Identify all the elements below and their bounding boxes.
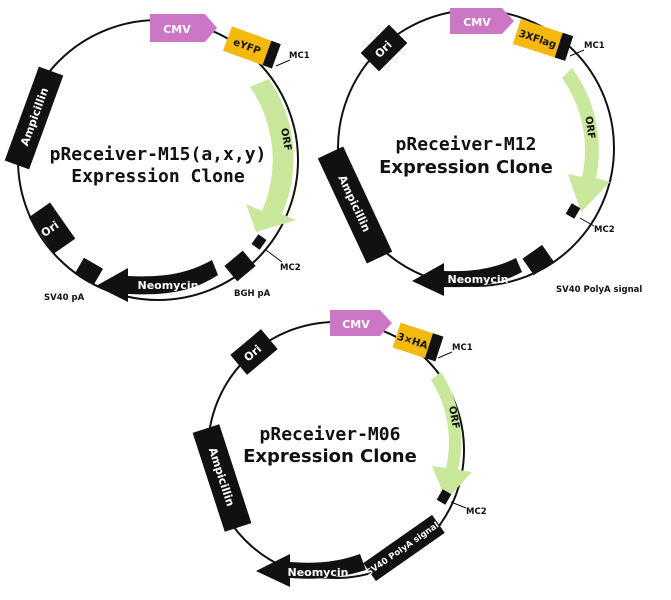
plasmid-m12: CMV 3XFlag MC1 ORF MC2 SV40 PolyA signal… — [317, 8, 642, 296]
mc1-label: MC1 — [452, 343, 473, 353]
title-line-2: Expression Clone — [379, 157, 553, 178]
sv40-polya-block — [522, 244, 554, 276]
mc2-leader — [265, 249, 283, 263]
sv40-polya-block — [74, 257, 104, 285]
mc1-label: MC1 — [289, 51, 310, 61]
mc1-leader — [569, 49, 585, 57]
mc2-label: MC2 — [594, 225, 615, 235]
ori-block — [230, 329, 278, 375]
mc2-label: MC2 — [466, 507, 487, 517]
ori-block — [28, 202, 76, 254]
neomycin-label: Neomycin — [448, 273, 509, 286]
ori-block — [360, 24, 408, 72]
mc2-site — [436, 489, 452, 505]
mc2-leader — [450, 501, 467, 509]
orf-label: ORF — [278, 127, 293, 152]
ampicillin-block — [4, 66, 64, 170]
mc2-label: MC2 — [280, 263, 301, 273]
mc1-label: MC1 — [584, 41, 605, 51]
cmv-promoter-arrow — [450, 8, 514, 34]
neomycin-label: Neomycin — [138, 279, 199, 292]
tag-block — [392, 322, 433, 358]
tag-block — [223, 26, 272, 66]
tag-block — [512, 19, 563, 58]
bgh-polya-block — [224, 250, 256, 282]
neomycin-arrow — [256, 554, 366, 587]
plasmid-m15: CMV eYFP MC1 ORF MC2 BGH pA Neomycin SV4… — [4, 14, 310, 303]
orf-arrow — [431, 372, 472, 500]
ampicillin-block — [192, 424, 252, 532]
orf-label: ORF — [582, 115, 596, 139]
cmv-label: CMV — [163, 23, 191, 36]
orf-arrow — [562, 68, 610, 212]
sv40-polya-label: SV40 pA — [44, 293, 85, 303]
cmv-promoter-arrow — [150, 14, 217, 42]
title-line-2: Expression Clone — [71, 166, 245, 187]
mc1-site — [262, 40, 281, 69]
neomycin-label: Neomycin — [288, 566, 349, 579]
mc2-site — [251, 234, 267, 250]
ampicillin-block — [317, 146, 393, 264]
cmv-promoter-arrow — [330, 310, 392, 336]
cmv-label: CMV — [463, 16, 491, 29]
orf-arrow — [246, 79, 296, 232]
sv40-polya-block — [363, 514, 445, 582]
cmv-label: CMV — [342, 318, 370, 331]
sv40-polya-label: SV40 PolyA signal — [556, 285, 642, 295]
mc2-site — [565, 203, 581, 219]
title-line-1: pReceiver-M06 — [260, 424, 401, 445]
title-line-2: Expression Clone — [243, 446, 417, 467]
plasmid-m06: CMV 3×HA MC1 ORF MC2 SV40 PolyA signal N… — [192, 310, 487, 587]
bgh-polya-label: BGH pA — [234, 289, 271, 299]
mc2-leader — [579, 217, 595, 227]
mc1-leader — [437, 351, 453, 359]
mc1-site — [554, 32, 574, 61]
sv40-polya-label: SV40 PolyA signal — [365, 520, 442, 578]
title-line-1: pReceiver-M15(a,x,y) — [50, 144, 267, 165]
neomycin-arrow — [96, 260, 218, 302]
title-line-1: pReceiver-M12 — [396, 134, 537, 155]
mc1-site — [424, 333, 444, 362]
orf-label: ORF — [446, 405, 461, 430]
neomycin-arrow — [412, 258, 522, 296]
mc1-leader — [275, 59, 291, 67]
